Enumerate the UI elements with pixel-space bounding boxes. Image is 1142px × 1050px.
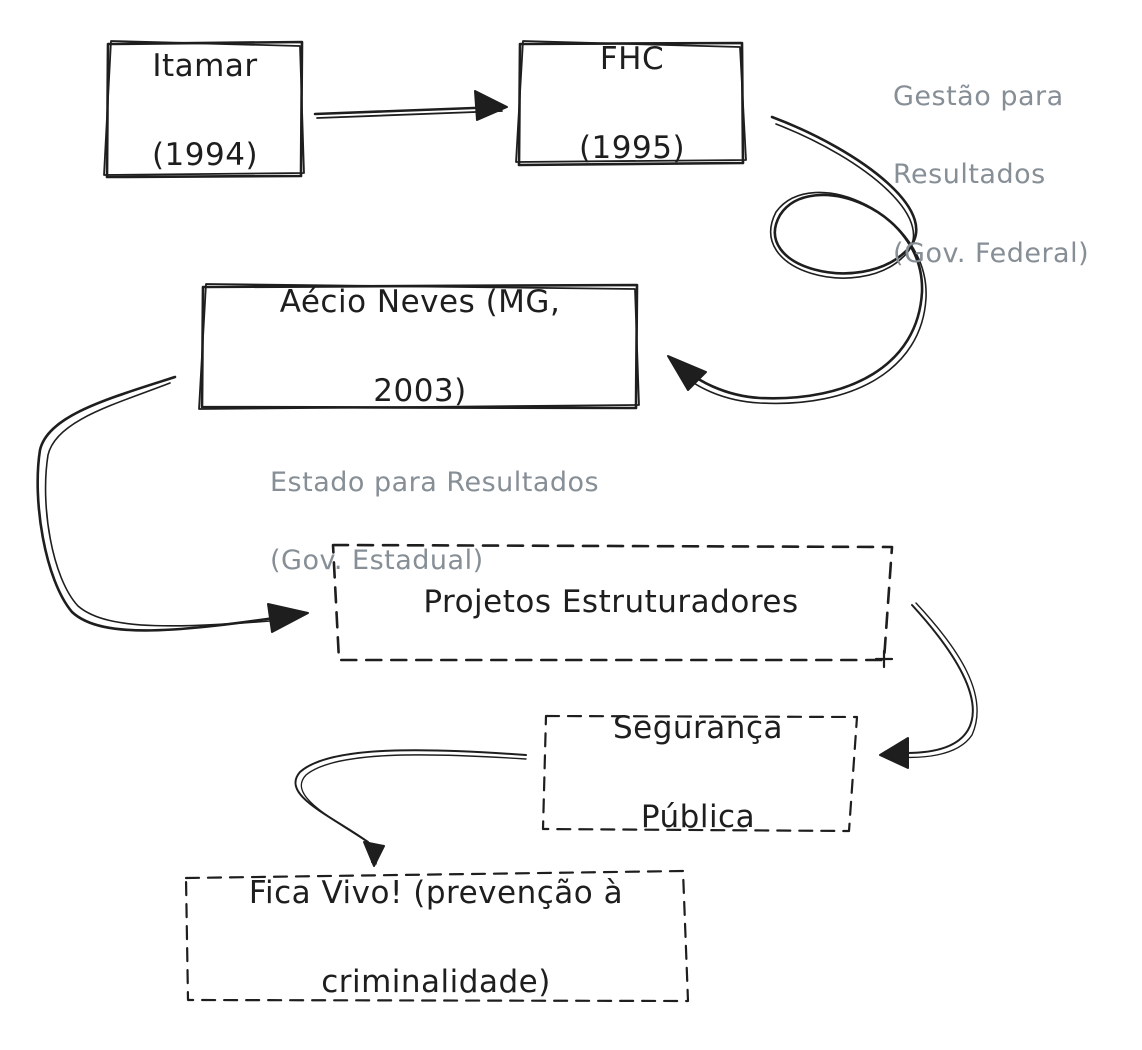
fica-vivo-box[interactable] <box>184 869 690 1003</box>
aecio-label: Aécio Neves (MG, 2003) <box>205 284 635 410</box>
projetos-box[interactable] <box>331 543 894 662</box>
seguranca-box[interactable] <box>541 714 859 833</box>
seguranca-line2: Pública <box>640 799 756 836</box>
estado-line1: Estado para Resultados <box>270 467 600 499</box>
itamar-name: Itamar <box>152 47 258 84</box>
fica-vivo-label: Fica Vivo! (prevenção à criminalidade) <box>190 875 682 1001</box>
itamar-box[interactable] <box>103 40 305 179</box>
gestao-note: Gestão para Resultados (Gov. Federal) <box>893 38 1138 312</box>
fica-vivo-line1: Fica Vivo! (prevenção à <box>248 874 624 911</box>
aecio-year: 2003) <box>373 373 467 410</box>
fhc-name: FHC <box>599 40 665 77</box>
estado-line2: (Gov. Estadual) <box>270 545 484 577</box>
edge-itamar-fhc <box>313 90 508 121</box>
fhc-label: FHC (1995) <box>522 41 742 167</box>
projetos-name: Projetos Estruturadores <box>423 584 799 621</box>
gestao-line1: Gestão para <box>893 81 1064 113</box>
projetos-box-corner <box>874 649 894 669</box>
gestao-line3: (Gov. Federal) <box>893 237 1090 269</box>
aecio-name: Aécio Neves (MG, <box>279 283 561 320</box>
estado-note: Estado para Resultados (Gov. Estadual) <box>270 424 690 620</box>
fica-vivo-line2: criminalidade) <box>321 964 551 1001</box>
itamar-label: Itamar (1994) <box>110 48 300 174</box>
fhc-box[interactable] <box>515 40 747 167</box>
fhc-year: (1995) <box>578 130 686 167</box>
seguranca-label: Segurança Pública <box>548 710 848 836</box>
edge-seguranca-ficavivo <box>294 749 527 867</box>
itamar-year: (1994) <box>151 137 259 174</box>
projetos-label: Projetos Estruturadores <box>336 550 886 655</box>
edge-projetos-seguranca <box>879 602 978 769</box>
edge-fhc-aecio <box>667 115 927 405</box>
edge-aecio-projetos <box>36 375 309 633</box>
seguranca-line1: Segurança <box>612 709 783 746</box>
aecio-box[interactable] <box>198 283 640 410</box>
gestao-line2: Resultados <box>893 159 1046 191</box>
